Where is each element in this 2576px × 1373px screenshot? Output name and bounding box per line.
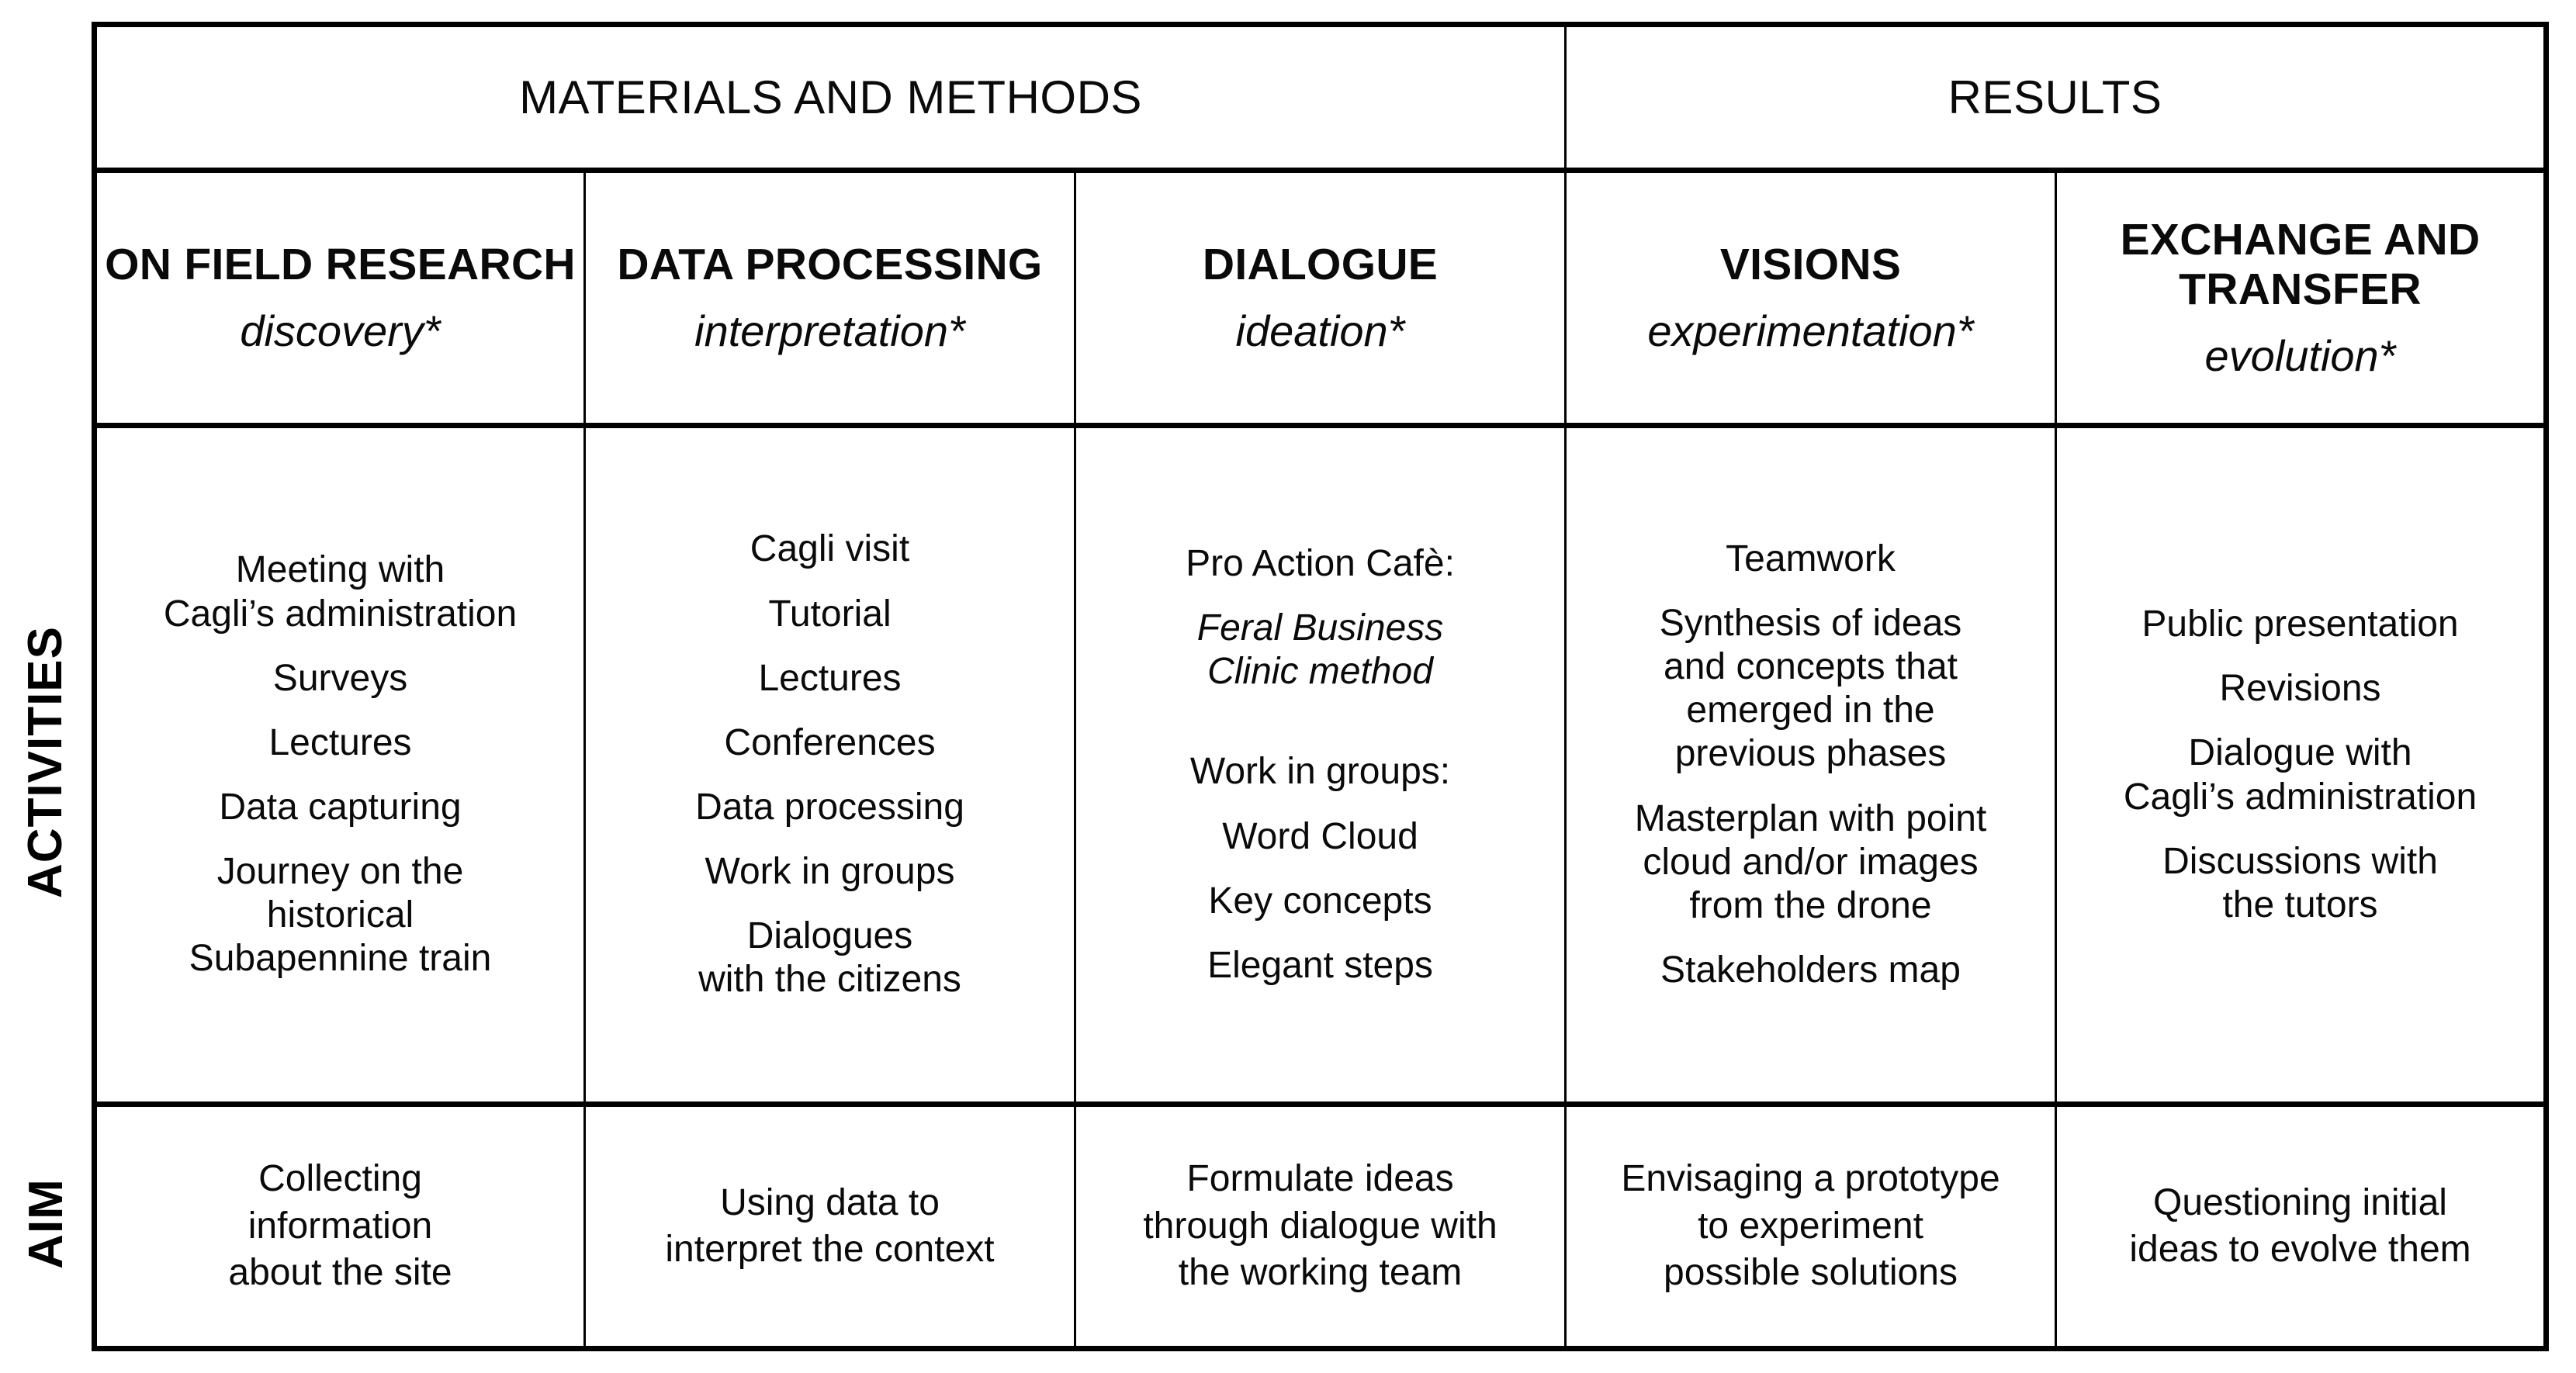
group-header-materials-and-methods: MATERIALS AND METHODS xyxy=(94,24,1567,173)
group-header-results: RESULTS xyxy=(1565,24,2547,173)
activity-item: Lectures xyxy=(268,721,412,763)
activity-item: Work in groups: xyxy=(1189,751,1451,793)
row-label-activities-text: ACTIVITIES xyxy=(19,625,73,899)
phase-subtitle-visions: experimentation* xyxy=(1647,306,1974,356)
activity-item: Lectures xyxy=(758,657,902,699)
phase-title-dialogue: DIALOGUE xyxy=(1202,240,1439,290)
activity-item: Key concepts xyxy=(1208,880,1432,922)
activity-item: Elegant steps xyxy=(1207,944,1433,986)
phase-subtitle-dialogue: ideation* xyxy=(1235,306,1405,356)
activity-item: Tutorial xyxy=(768,593,892,635)
group-header-row: MATERIALS AND METHODS RESULTS xyxy=(94,24,2547,173)
phase-header-on-field-research: ON FIELD RESEARCH discovery* xyxy=(94,170,586,428)
phase-title-on-field-research: ON FIELD RESEARCH xyxy=(105,240,576,290)
activity-item: Work in groups xyxy=(705,851,955,893)
phase-header-dialogue: DIALOGUE ideation* xyxy=(1075,170,1567,428)
activity-item: Pro Action Cafè: xyxy=(1186,542,1455,584)
row-label-aim: AIM xyxy=(0,1102,92,1346)
activity-item: Word Cloud xyxy=(1222,815,1418,857)
activity-item: Data capturing xyxy=(219,787,462,828)
activity-item: Surveys xyxy=(272,657,408,699)
phase-header-visions: VISIONS experimentation* xyxy=(1565,170,2057,428)
activity-item: Data processing xyxy=(695,787,964,828)
activity-item: Public presentation xyxy=(2141,603,2459,645)
phase-title-data-processing: DATA PROCESSING xyxy=(617,240,1043,290)
methodology-table: MATERIALS AND METHODS RESULTS ON FIELD R… xyxy=(92,22,2549,1351)
activity-item: Conferences xyxy=(724,721,936,763)
activity-spacer xyxy=(1084,714,1556,750)
activity-item: Revisions xyxy=(2219,668,2381,710)
phase-subtitle-data-processing: interpretation* xyxy=(694,306,965,356)
phase-header-exchange-and-transfer: EXCHANGE AND TRANSFER evolution* xyxy=(2055,170,2547,428)
activity-item: Teamwork xyxy=(1726,538,1896,579)
activity-item: Cagli visit xyxy=(750,528,910,570)
phase-subtitle-exchange-and-transfer: evolution* xyxy=(2204,331,2396,381)
phase-header-row: ON FIELD RESEARCH discovery* DATA PROCES… xyxy=(94,170,2547,428)
phase-subtitle-on-field-research: discovery* xyxy=(240,306,441,356)
phase-title-exchange-and-transfer: EXCHANGE AND TRANSFER xyxy=(2120,215,2481,315)
row-label-activities: ACTIVITIES xyxy=(0,423,92,1102)
phase-title-visions: VISIONS xyxy=(1719,240,1902,290)
row-label-aim-text: AIM xyxy=(19,1178,73,1269)
phase-header-data-processing: DATA PROCESSING interpretation* xyxy=(584,170,1076,428)
activity-item: Stakeholders map xyxy=(1660,949,1961,991)
